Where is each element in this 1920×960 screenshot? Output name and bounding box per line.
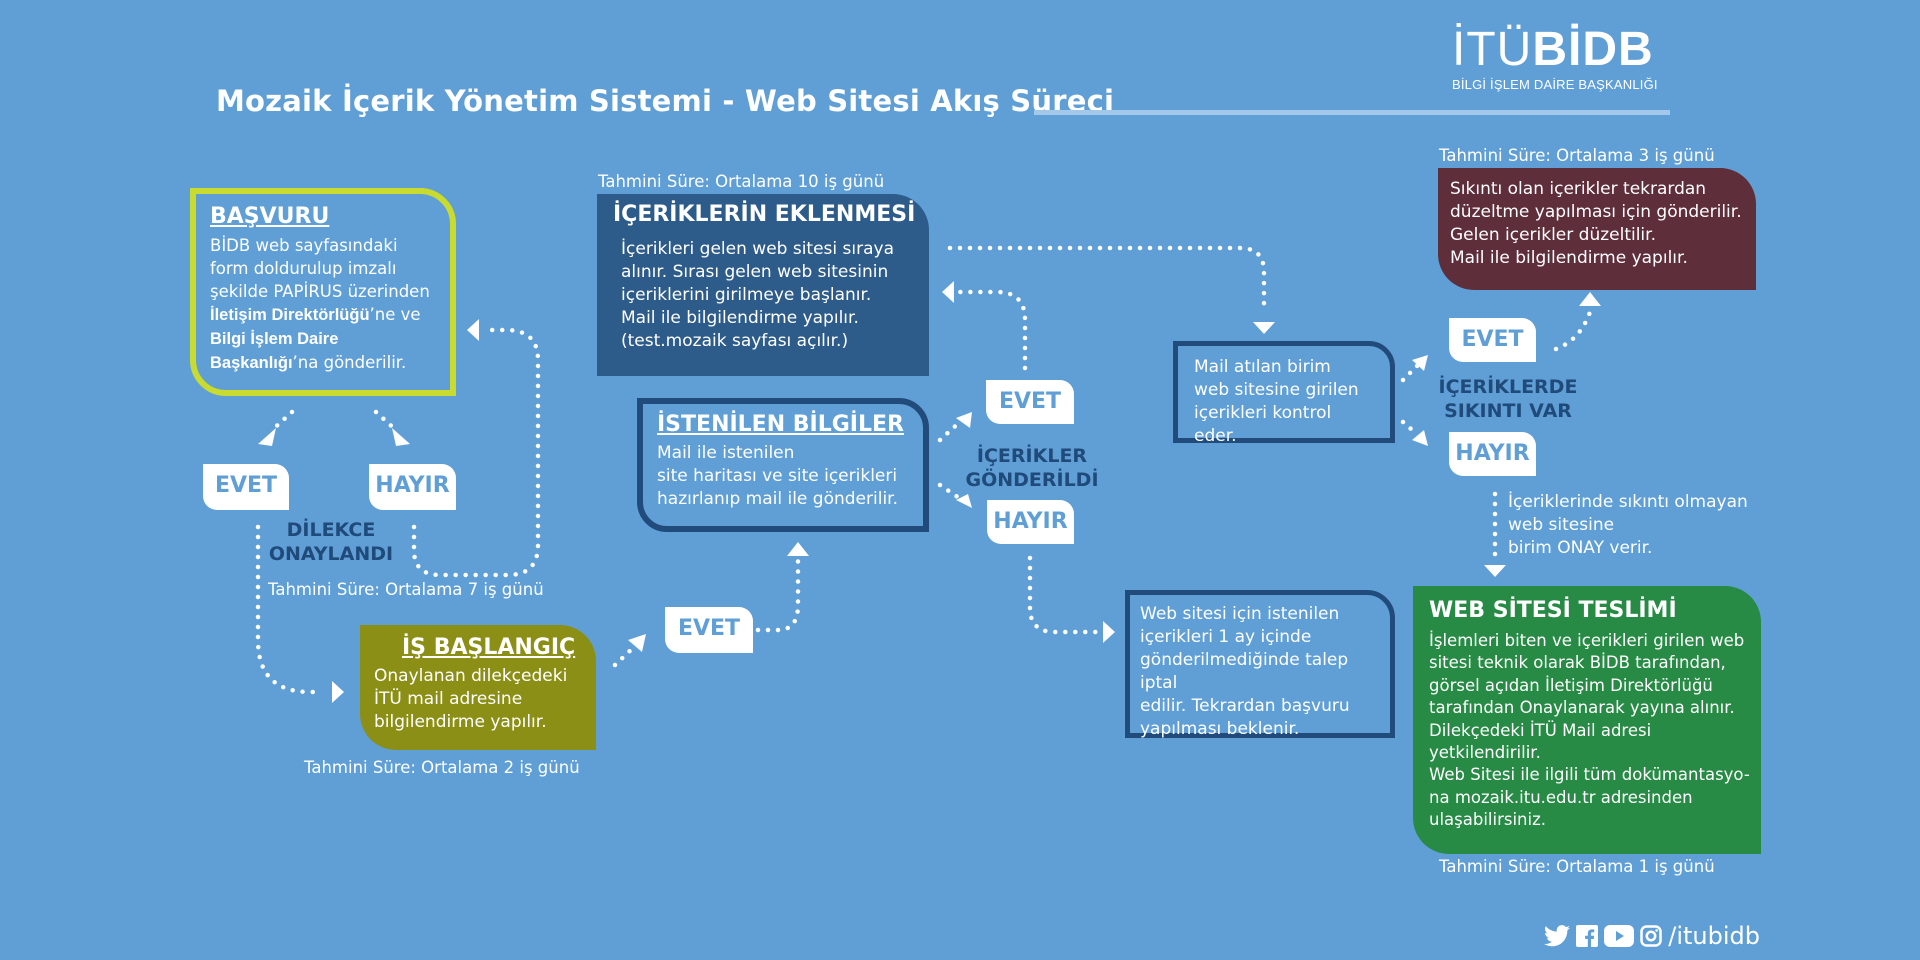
web-sitesi-teslimi-text: İşlemleri biten ve içerikleri girilen we… — [1429, 631, 1750, 830]
evet-pill-sikinti: EVET — [1449, 318, 1536, 362]
sikinti-duzeltme-box: Sıkıntı olan içerikler tekrardan düzeltm… — [1438, 168, 1756, 290]
talep-iptal-text: Web sitesi için istenilen içerikleri 1 a… — [1140, 604, 1350, 739]
web-sitesi-teslimi-title: WEB SİTESİ TESLİMİ — [1429, 598, 1677, 623]
duration-7-days: Tahmini Süre: Ortalama 7 iş günü — [268, 580, 544, 599]
talep-iptal-box: Web sitesi için istenilen içerikleri 1 a… — [1125, 590, 1395, 739]
title-divider — [1034, 110, 1670, 115]
page-title: Mozaik İçerik Yönetim Sistemi - Web Site… — [216, 84, 1115, 118]
facebook-icon[interactable] — [1576, 925, 1599, 947]
evet-pill-icerikler: EVET — [986, 380, 1074, 424]
istenilen-bilgiler-text: Mail ile istenilen site haritası ve site… — [657, 443, 899, 509]
web-sitesi-teslimi-box: WEB SİTESİ TESLİMİ İşlemleri biten ve iç… — [1413, 586, 1761, 854]
social-handle[interactable]: /itubidb — [1668, 922, 1760, 950]
hayir-pill-dilekce: HAYIR — [369, 464, 456, 510]
social-links: /itubidb — [1544, 922, 1760, 950]
istenilen-bilgiler-box: İSTENİLEN BİLGİLER Mail ile istenilen si… — [637, 398, 929, 532]
youtube-icon[interactable] — [1604, 925, 1635, 947]
is-baslangic-text: Onaylanan dilekçedeki İTÜ mail adresine … — [374, 666, 568, 732]
birim-onay-note: İçeriklerinde sıkıntı olmayan web sitesi… — [1508, 492, 1748, 558]
itu-bidb-logo: İTÜBİDB BİLGİ İŞLEM DAİRE BAŞKANLIĞI — [1452, 23, 1658, 93]
arrowhead — [258, 428, 276, 446]
basvuru-box: BAŞVURU BİDB web sayfasındaki form doldu… — [190, 188, 456, 396]
duration-10-days: Tahmini Süre: Ortalama 10 iş günü — [598, 172, 885, 191]
twitter-icon[interactable] — [1544, 925, 1571, 947]
evet-pill-baslangic: EVET — [665, 607, 753, 653]
duration-3-days: Tahmini Süre: Ortalama 3 iş günü — [1439, 146, 1715, 165]
icerik-eklenmesi-box: İÇERİKLERİN EKLENMESİ İçerikleri gelen w… — [597, 194, 929, 376]
birim-kontrol-box: Mail atılan birim web sitesine girilen i… — [1173, 341, 1395, 446]
icerik-eklenmesi-title: İÇERİKLERİN EKLENMESİ — [613, 202, 916, 227]
sikinti-duzeltme-text: Sıkıntı olan içerikler tekrardan düzeltm… — [1450, 179, 1742, 268]
instagram-icon[interactable] — [1640, 925, 1662, 947]
evet-pill-dilekce: EVET — [203, 464, 289, 510]
istenilen-bilgiler-title: İSTENİLEN BİLGİLER — [657, 412, 904, 437]
hayir-pill-sikinti: HAYIR — [1449, 432, 1536, 476]
duration-1-day: Tahmini Süre: Ortalama 1 iş günü — [1439, 857, 1715, 876]
is-baslangic-title: İŞ BAŞLANGIÇ — [402, 635, 576, 660]
is-baslangic-box: İŞ BAŞLANGIÇ Onaylanan dilekçedeki İTÜ m… — [360, 625, 596, 750]
basvuru-title: BAŞVURU — [210, 204, 330, 229]
basvuru-text: BİDB web sayfasındaki form doldurulup im… — [210, 236, 430, 372]
arrowhead — [392, 428, 410, 446]
birim-kontrol-text: Mail atılan birim web sitesine girilen i… — [1194, 357, 1359, 446]
icerik-eklenmesi-text: İçerikleri gelen web sitesi sıraya alını… — [621, 239, 894, 351]
hayir-pill-icerikler: HAYIR — [987, 500, 1074, 544]
duration-2-days: Tahmini Süre: Ortalama 2 iş günü — [304, 758, 580, 777]
